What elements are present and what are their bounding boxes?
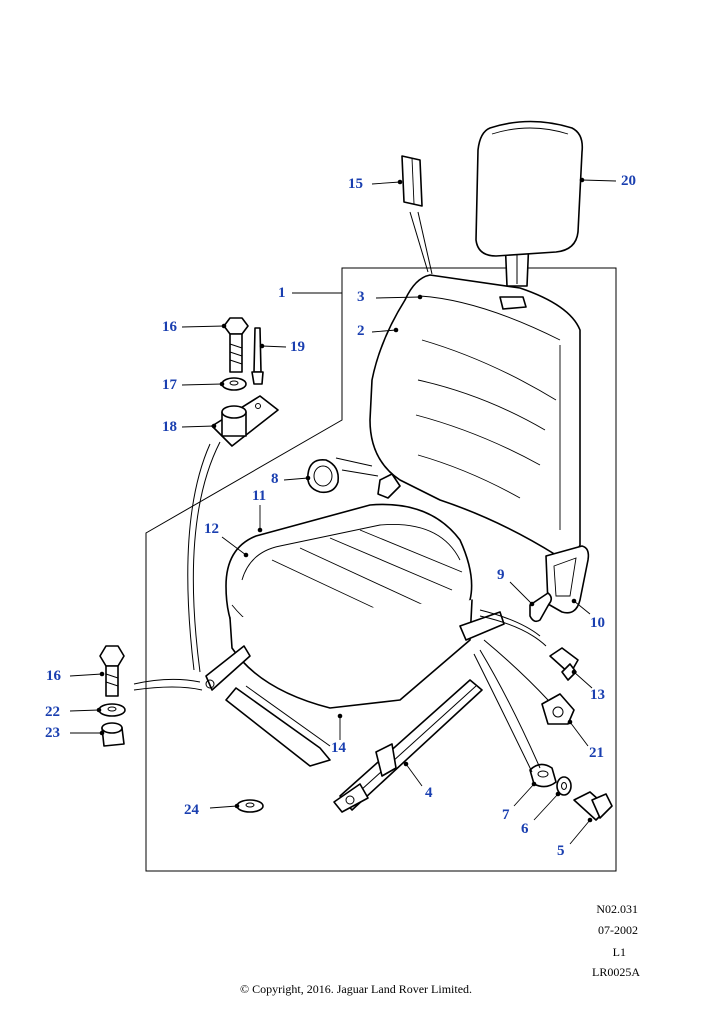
seat-cushion	[225, 503, 473, 709]
callout-22: 22	[45, 704, 60, 720]
side-fixings	[529, 647, 613, 821]
callout-20: 20	[621, 173, 636, 189]
headrest	[475, 120, 584, 287]
callout-19: 19	[290, 339, 305, 355]
guide-lines	[133, 211, 549, 773]
callout-13: 13	[590, 687, 605, 703]
callout-8: 8	[271, 471, 279, 487]
callout-21: 21	[589, 745, 604, 761]
mounting-kit-bottom	[98, 645, 126, 747]
callout-23: 23	[45, 725, 60, 741]
callout-16-bottom: 16	[46, 668, 61, 684]
callout-24: 24	[184, 802, 199, 818]
drawing-code: N02.031	[596, 902, 638, 916]
callout-6: 6	[521, 821, 529, 837]
callout-14: 14	[331, 740, 346, 756]
callout-15: 15	[348, 176, 363, 192]
callout-11: 11	[252, 488, 267, 504]
callout-12: 12	[204, 521, 219, 537]
washer-24	[236, 799, 264, 813]
callout-10: 10	[590, 615, 605, 631]
callout-7: 7	[502, 807, 510, 823]
leader-lines	[69, 177, 617, 845]
trim-plug	[401, 155, 423, 207]
callout-2: 2	[357, 323, 365, 339]
drawing-ref: LR0025A	[592, 965, 640, 979]
retaining-clip	[306, 458, 401, 499]
drawing-date: 07-2002	[598, 923, 638, 937]
callout-16-top: 16	[162, 319, 177, 335]
callout-18: 18	[162, 419, 177, 435]
seat-backrest	[369, 274, 581, 558]
recline-handle	[529, 545, 590, 623]
callout-17: 17	[162, 377, 177, 393]
callout-9: 9	[497, 567, 505, 583]
mounting-kit-top	[211, 317, 279, 447]
copyright-notice: © Copyright, 2016. Jaguar Land Rover Lim…	[239, 982, 473, 996]
drawing-level: L1	[612, 945, 626, 959]
callout-4: 4	[425, 785, 433, 801]
callout-5: 5	[557, 843, 565, 859]
callout-1: 1	[278, 285, 286, 301]
callout-3: 3	[357, 289, 365, 305]
assembly-frame	[145, 267, 617, 872]
seat-frame	[205, 611, 505, 813]
